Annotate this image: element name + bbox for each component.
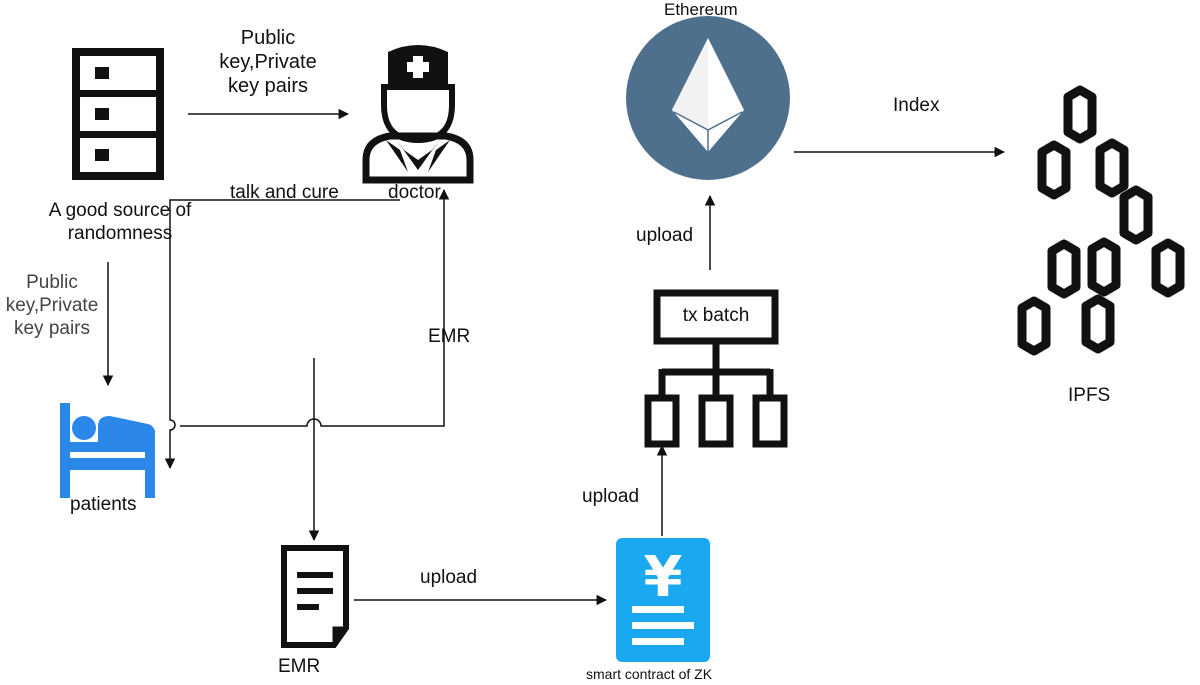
public-key-top-label: Public key,Private key pairs [219, 27, 317, 97]
randomness-label: A good source of randomness [48, 200, 192, 244]
ipfs-label: IPFS [1068, 385, 1111, 406]
upload-contract-label: upload [582, 486, 640, 507]
upload-emr-label: upload [420, 567, 478, 588]
connectors [102, 108, 1006, 606]
emr-document-label: EMR [278, 656, 321, 677]
document-icon [281, 545, 349, 648]
public-key-left-label: Public key,Private key pairs [5, 272, 99, 339]
upload-batch-label: upload [636, 225, 694, 246]
doctor-icon [362, 45, 474, 184]
yen-icon: ¥ [644, 545, 683, 610]
ethereum-logo-icon [626, 16, 790, 180]
tx-batch-tree-icon [644, 289, 788, 448]
ethereum-label: Ethereum [664, 0, 738, 19]
talk-and-cure-label: talk and cure [230, 182, 339, 203]
index-label: Index [893, 95, 940, 116]
server-icon [72, 48, 164, 180]
tx-batch-label: tx batch [682, 305, 750, 326]
arrow-emr-to-doctor [180, 188, 450, 427]
arrow-talk-and-cure [164, 199, 400, 470]
ipfs-hexagons-icon [1017, 85, 1185, 356]
doctor-label: doctor [388, 182, 441, 203]
smart-contract-icon [616, 538, 710, 662]
smart-contract-label: smart contract of ZK [586, 666, 713, 682]
patient-bed-icon [60, 403, 155, 498]
patients-label: patients [70, 494, 137, 515]
emr-vertical-label: EMR [428, 326, 471, 347]
